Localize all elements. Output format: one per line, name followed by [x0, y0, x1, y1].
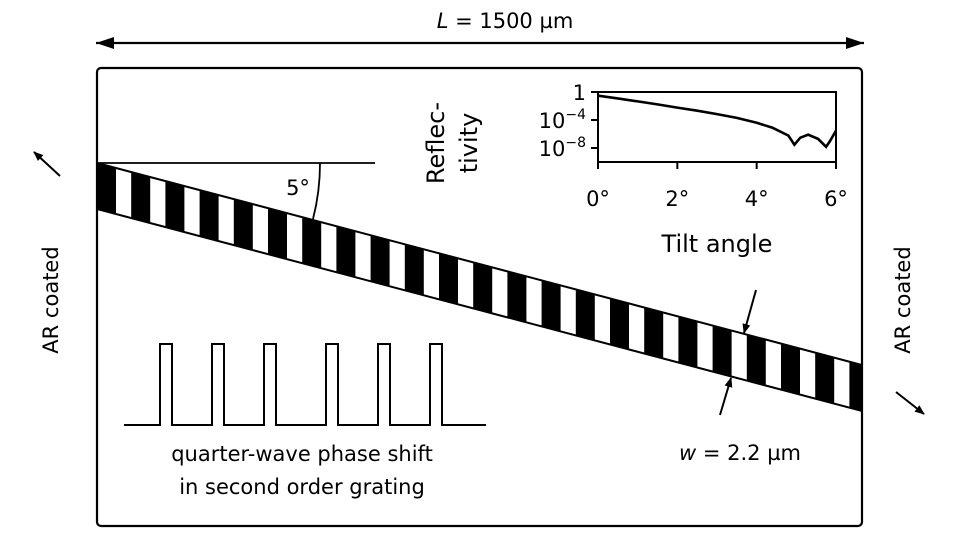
length-arrow-left — [96, 37, 114, 49]
inset-xlabel: Tilt angle — [661, 230, 773, 258]
emission-arrow-left — [33, 151, 61, 177]
grating-bar — [439, 253, 458, 305]
grating-bar — [746, 334, 766, 386]
grating-bar — [336, 226, 356, 278]
grating-bar — [712, 325, 732, 377]
grating-bar — [404, 244, 424, 296]
reflectivity-curve — [598, 94, 836, 149]
grating-bar — [473, 262, 493, 314]
reflectivity-inset: 0° 2° 4° 6° 110−410−8 Reflec- tivity Tilt an… — [422, 81, 848, 258]
grating-bar — [610, 298, 629, 350]
length-arrow-right — [846, 37, 864, 49]
inset-y-tick-label: 10−8 — [539, 135, 586, 161]
inset-ylabel-line1: Reflec- — [422, 102, 450, 184]
grating-bar — [199, 190, 219, 242]
emission-arrow-right — [895, 391, 925, 415]
inset-ylabel-line2: tivity — [455, 113, 483, 174]
inset-x-tick-label: 2° — [665, 187, 689, 211]
grating-bar — [678, 316, 698, 368]
device-outline — [95, 66, 864, 528]
grating-bar — [575, 289, 595, 341]
inset-plot-frame — [597, 91, 837, 163]
width-label: w = 2.2 µm — [679, 441, 801, 465]
ar-coated-left-label: AR coated — [39, 246, 63, 353]
grating-bar — [131, 172, 151, 224]
phase-shift-caption-line2: in second order grating — [179, 475, 425, 499]
grating-bar — [644, 307, 664, 359]
angle-label: 5° — [286, 176, 310, 200]
grating-bar — [97, 163, 116, 215]
grating-bar — [268, 208, 287, 260]
grating-bar — [781, 343, 800, 395]
grating-bar — [165, 181, 185, 233]
width-arrow-top — [742, 289, 757, 334]
width-arrow-bottom — [719, 377, 733, 416]
inset-x-tick-label: 4° — [745, 187, 769, 211]
grating-bar — [370, 235, 390, 287]
inset-x-tick-label: 0° — [586, 187, 610, 211]
inset-y-tick-label: 1 — [573, 81, 586, 105]
grating-bar — [233, 199, 253, 251]
grating-bar — [849, 361, 862, 411]
grating-bar — [541, 280, 561, 332]
phase-shift-pulse-train — [124, 343, 486, 426]
inset-x-tick-label: 6° — [824, 187, 848, 211]
length-label: L = 1500 µm — [437, 9, 574, 33]
ar-coated-right-label: AR coated — [891, 246, 915, 353]
inset-y-tick-label: 10−4 — [539, 107, 586, 133]
grating-bar — [302, 217, 322, 269]
grating-bar — [815, 352, 835, 404]
phase-shift-caption-line1: quarter-wave phase shift — [171, 442, 433, 466]
grating-bar — [507, 271, 527, 323]
angle-arc — [312, 162, 321, 220]
tilted-grating — [96, 161, 863, 413]
